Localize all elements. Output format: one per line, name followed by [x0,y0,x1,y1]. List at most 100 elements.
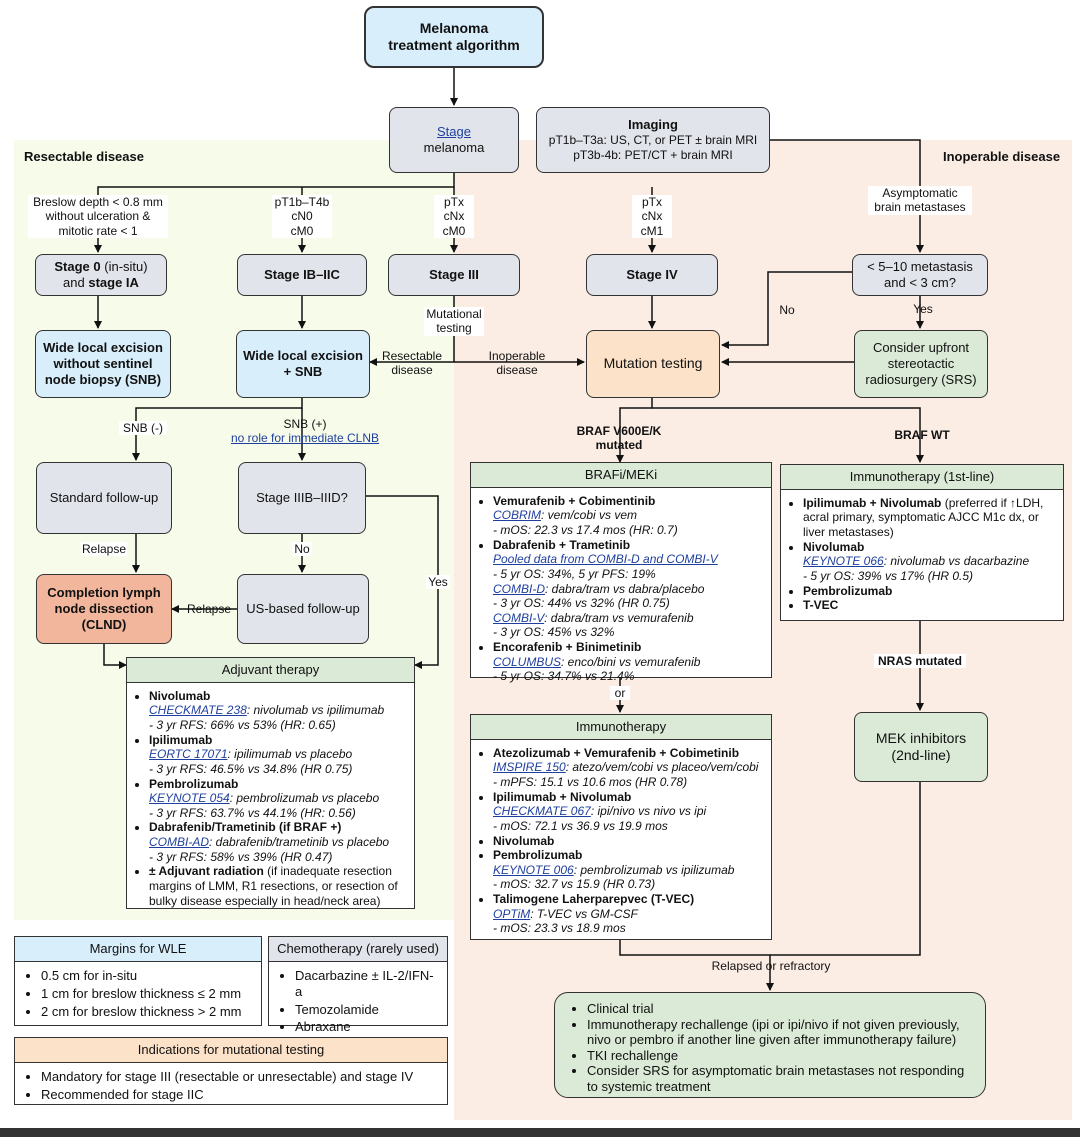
immuno-item: Nivolumab [493,834,765,849]
trial-link[interactable]: OPTiM [493,906,531,921]
footer-bar [0,1128,1080,1137]
margins-title: Margins for WLE [15,937,261,962]
no-role-clnb-link[interactable]: no role for immediate CLNB [230,431,380,446]
stage-iv-box: Stage IV [586,254,718,296]
immuno1-item: Pembrolizumab [803,584,1057,599]
label-yes-iiib: Yes [426,575,450,590]
stage-melanoma-text: melanoma [423,140,485,155]
trial-link[interactable]: COMBI-V [493,610,545,625]
adjuvant-item: ± Adjuvant radiation (if inadequate rese… [149,864,408,908]
immuno-item: Atezolizumab + Vemurafenib + Cobimetinib… [493,746,765,790]
trial-link[interactable]: COLUMBUS [493,654,562,669]
stage0-box: Stage 0 (in-situ) and stage IA [35,254,167,296]
trial-item: Immunotherapy rechallenge (ipi or ipi/ni… [587,1017,971,1048]
wle-snb-box: Wide local excision+ SNB [236,330,370,398]
stage-iiib-box: Stage IIIB–IIID? [238,462,366,534]
trial-link[interactable]: KEYNOTE 054 [149,791,230,806]
margins-item: 0.5 cm for in-situ [41,968,253,984]
imaging-line1: pT1b–T3a: US, CT, or PET ± brain MRI [548,133,758,148]
chemotherapy-panel: Chemotherapy (rarely used) Dacarbazine ±… [268,936,448,1034]
label-snb-positive: SNB (+) no role for immediate CLNB [230,417,380,446]
label-yes-srs: Yes [913,302,933,316]
title-line1: Melanoma [419,19,489,36]
inoperable-label: Inoperable disease [943,149,1061,164]
trial-link[interactable]: IMSPIRE 150 [493,760,566,775]
label-relapsed-refractory: Relapsed or refractory [711,959,831,973]
brafmeki-panel: BRAFi/MEKi Vemurafenib + CobimentinibCOB… [470,462,772,683]
label-or: or [610,686,630,701]
trial-link[interactable]: KEYNOTE 066 [803,554,884,569]
immunotherapy-panel: Immunotherapy Atezolizumab + Vemurafenib… [470,714,772,940]
adjuvant-item: Dabrafenib/Trametinib (if BRAF +)COMBI-A… [149,820,408,864]
imaging-box: Imaging pT1b–T3a: US, CT, or PET ± brain… [536,107,770,173]
label-braf-wt: BRAF WT [894,428,950,442]
label-snb-negative: SNB (-) [119,421,167,436]
indications-panel: Indications for mutational testing Manda… [14,1037,448,1105]
stage-link[interactable]: Stage [437,123,471,139]
title-box: Melanoma treatment algorithm [364,6,544,68]
label-relapse-1: Relapse [81,542,127,557]
label-no-srs: No [779,303,795,317]
resectable-label: Resectable disease [24,149,144,164]
label-no-iiib: No [292,542,312,557]
immuno1-item: Ipilimumab + Nivolumab (preferred if ↑LD… [803,496,1057,540]
trial-link[interactable]: COMBI-AD [149,835,209,850]
title-line2: treatment algorithm [388,37,520,53]
immuno1-item: T-VEC [803,598,1057,613]
chemo-item: Dacarbazine ± IL-2/IFN-a [295,968,439,1000]
indications-title: Indications for mutational testing [15,1038,447,1063]
mek-inhibitors-box: MEK inhibitors(2nd-line) [854,712,988,782]
chemo-item: Abraxane [295,1019,439,1035]
trial-item: TKI rechallenge [587,1048,971,1064]
indications-item: Mandatory for stage III (resectable or u… [41,1069,439,1085]
indications-item: Recommended for stage IIC [41,1087,439,1103]
immuno-item: Talimogene Laherparepvec (T-VEC)OPTiM: T… [493,892,765,936]
trial-link[interactable]: CHECKMATE 067 [493,804,591,819]
trial-item: Clinical trial [587,1001,971,1017]
margins-panel: Margins for WLE 0.5 cm for in-situ 1 cm … [14,936,262,1026]
margins-item: 1 cm for breslow thickness ≤ 2 mm [41,986,253,1002]
label-nras-mutated: NRAS mutated [874,654,966,669]
standard-followup-box: Standard follow-up [36,462,172,534]
stage-melanoma-box: Stage melanoma [389,107,519,173]
trial-link[interactable]: Pooled data from COMBI-D and COMBI-V [493,552,718,567]
mutation-testing-box: Mutation testing [586,330,720,398]
trial-item: Consider SRS for asymptomatic brain meta… [587,1063,971,1094]
margins-item: 2 cm for breslow thickness > 2 mm [41,1004,253,1020]
label-relapse-2: Relapse [186,602,232,616]
imaging-line2: pT3b-4b: PET/CT + brain MRI [573,148,733,163]
trial-link[interactable]: EORTC 17071 [149,747,228,762]
trial-link[interactable]: CHECKMATE 238 [149,703,247,718]
stage-iii-box: Stage III [388,254,520,296]
immunotherapy-first-line-panel: Immunotherapy (1st-line) Ipilimumab + Ni… [780,464,1064,621]
chemo-title: Chemotherapy (rarely used) [269,937,447,962]
trial-link[interactable]: KEYNOTE 006 [493,862,574,877]
us-followup-box: US-based follow-up [237,574,369,644]
trial-link[interactable]: COMBI-D [493,581,545,596]
immuno1-title: Immunotherapy (1st-line) [781,465,1063,490]
trial-link[interactable]: COBRIM [493,508,541,523]
imaging-title: Imaging [628,116,678,132]
